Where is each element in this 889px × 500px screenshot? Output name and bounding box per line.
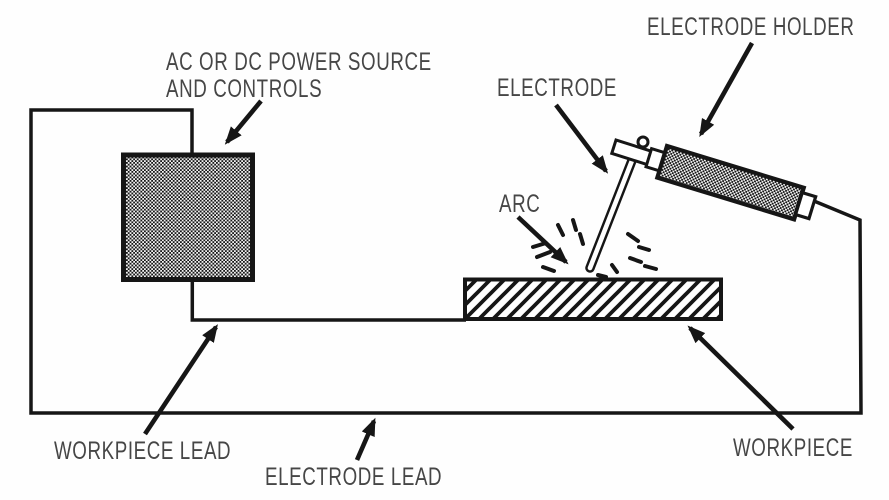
workpiece-label: WORKPIECE bbox=[733, 434, 853, 462]
arc-arrow bbox=[516, 215, 569, 265]
holder-knob bbox=[636, 135, 650, 149]
electrode-holder-shape bbox=[609, 135, 818, 222]
electrode-lead-wire bbox=[29, 108, 863, 415]
workpiece-lead-wire bbox=[190, 280, 466, 322]
electrode-holder-label: ELECTRODE HOLDER bbox=[647, 13, 855, 41]
electrode-lead-arrow bbox=[354, 417, 377, 461]
electrode-lead-label: ELECTRODE LEAD bbox=[265, 463, 443, 491]
electrode-holder-arrow bbox=[698, 41, 755, 138]
electrode-label: ELECTRODE bbox=[497, 74, 618, 102]
electrode-arrow bbox=[554, 103, 609, 174]
workpiece-shape bbox=[463, 277, 723, 321]
holder-end-cap bbox=[793, 190, 818, 221]
label-arrows bbox=[143, 41, 795, 461]
power-source-arrow bbox=[224, 99, 263, 145]
holder-handle bbox=[654, 143, 807, 222]
workpiece-lead-arrow bbox=[143, 324, 218, 436]
arc-sparks bbox=[531, 218, 658, 279]
power-source-box bbox=[121, 152, 255, 282]
power-source-label: AC OR DC POWER SOURCE AND CONTROLS bbox=[166, 49, 432, 103]
workpiece-arrow bbox=[687, 325, 795, 431]
workpiece-lead-label: WORKPIECE LEAD bbox=[54, 437, 232, 465]
arc-label: ARC bbox=[499, 190, 541, 218]
electrode-rod bbox=[585, 153, 638, 273]
power-source-label-line2: AND CONTROLS bbox=[166, 75, 323, 103]
power-source-label-line1: AC OR DC POWER SOURCE bbox=[166, 48, 432, 76]
